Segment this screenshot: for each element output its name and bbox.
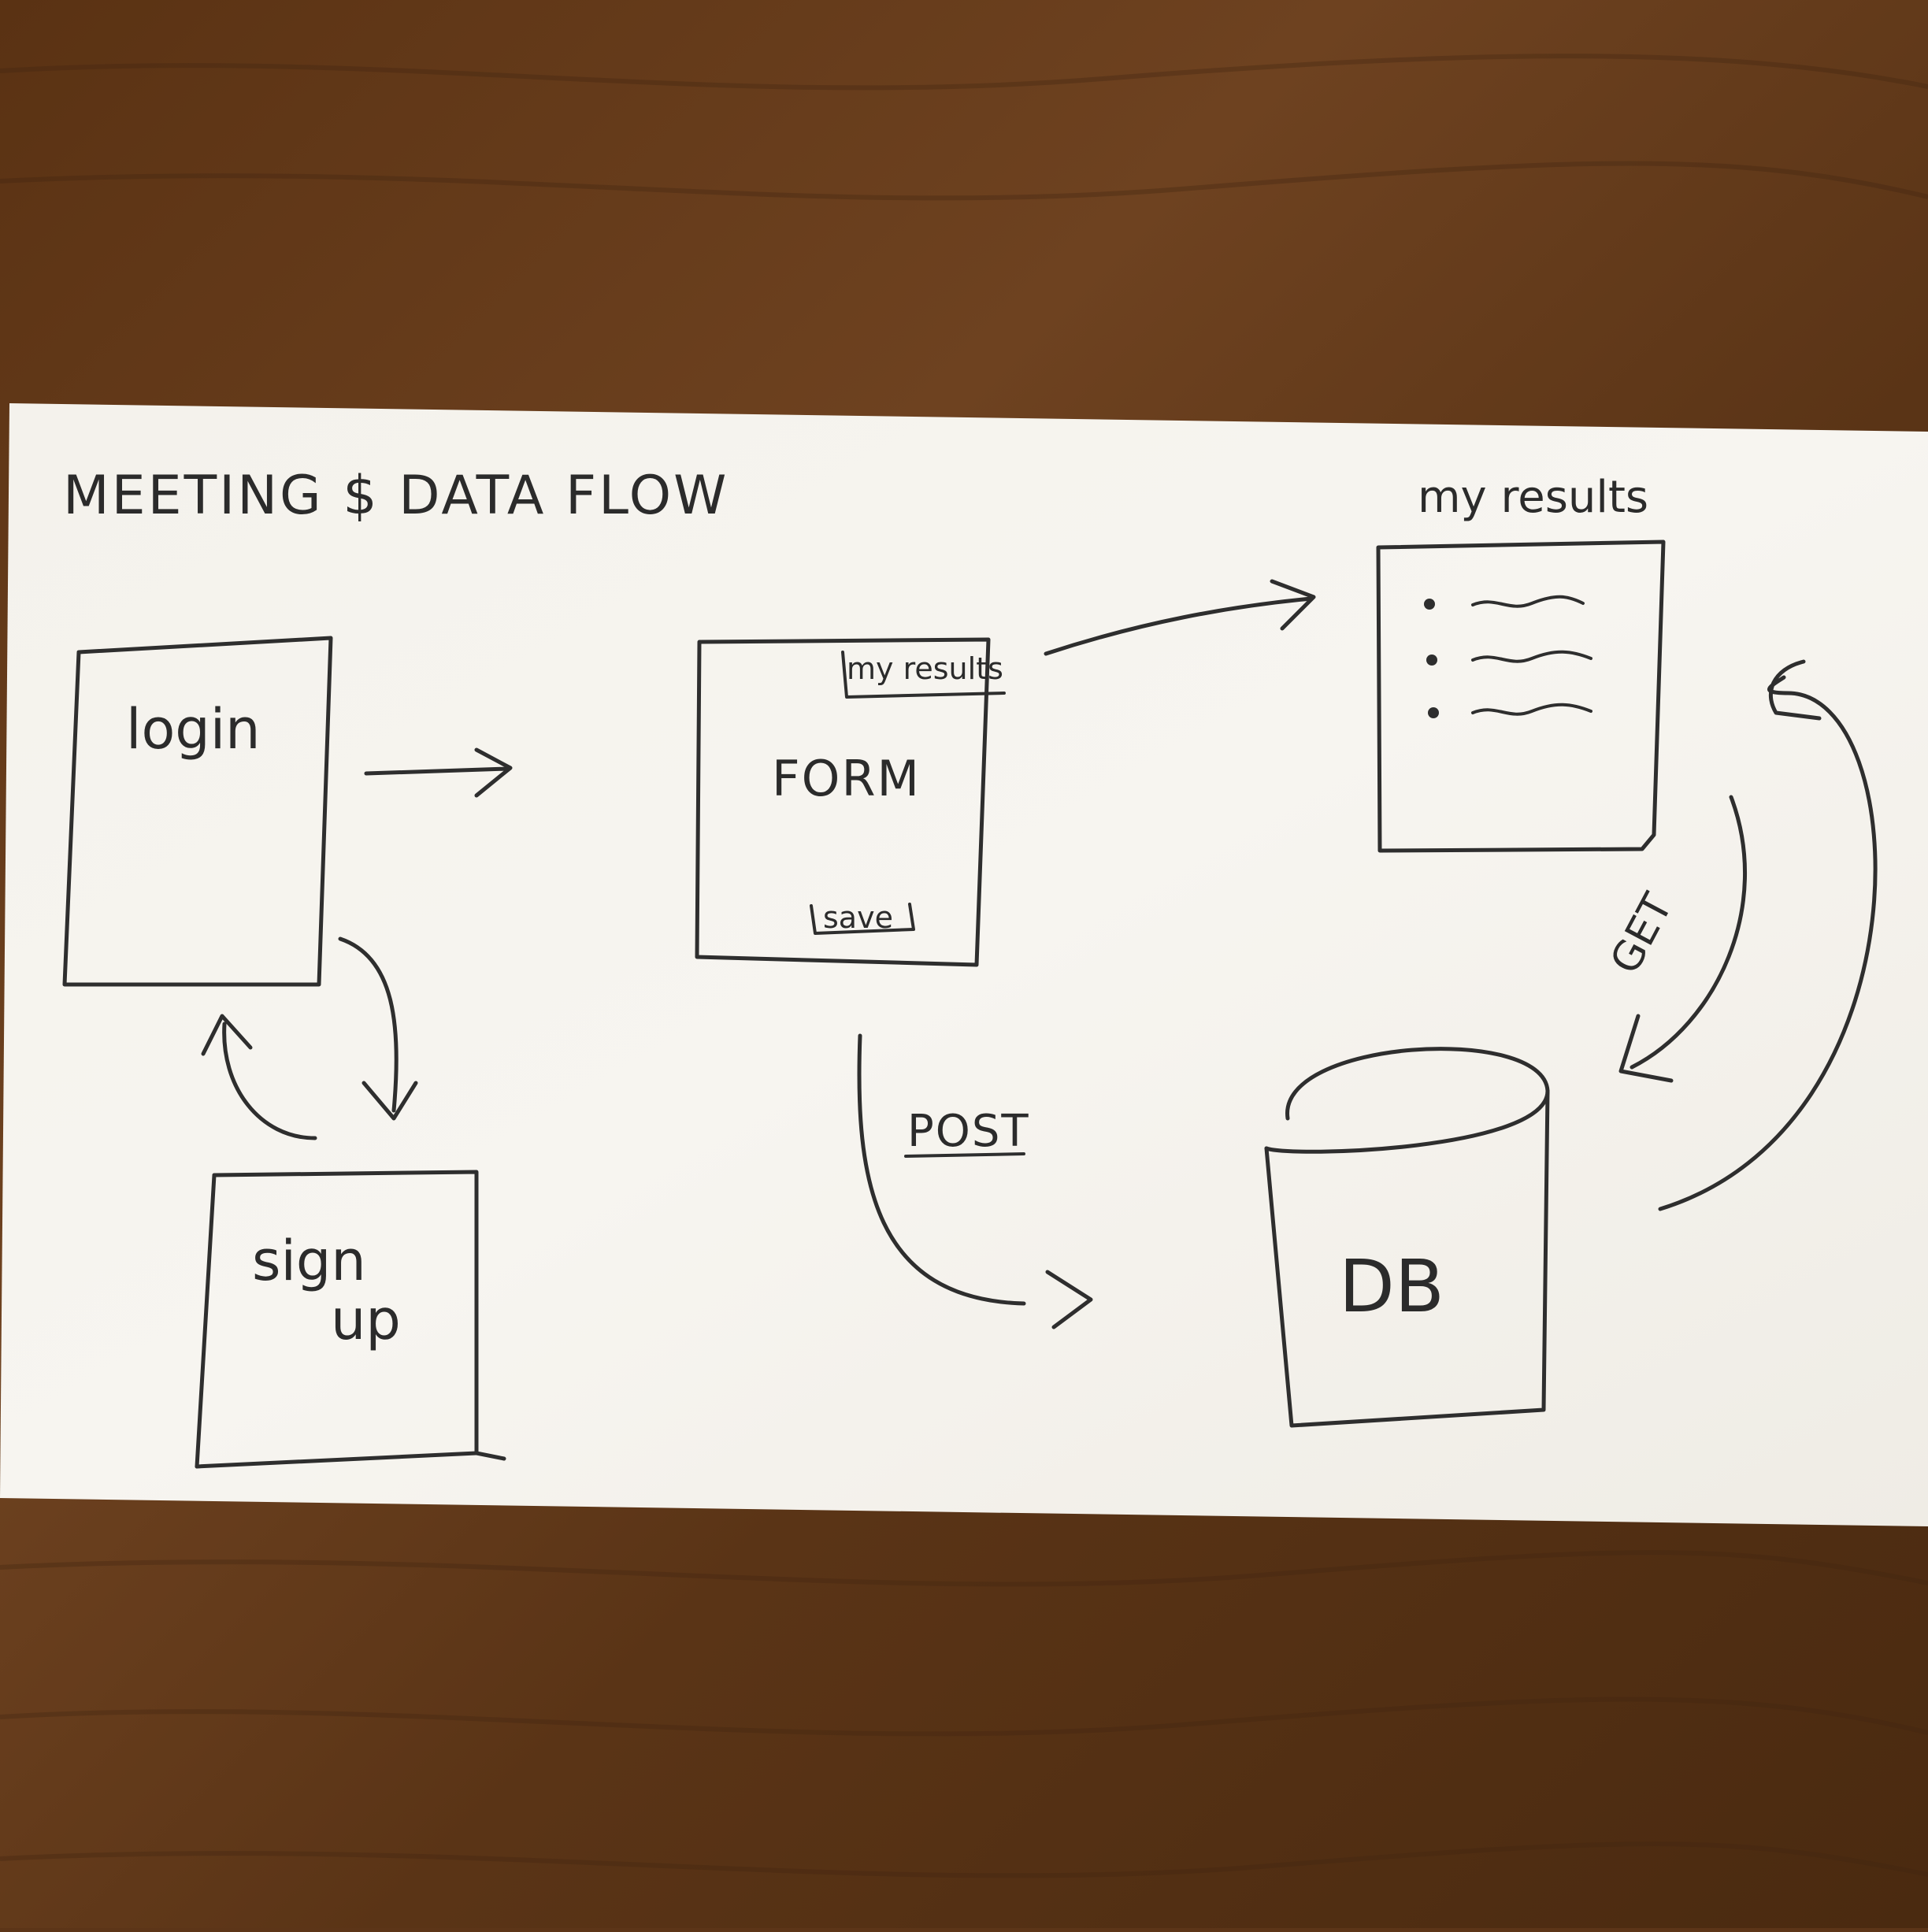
list-item-line <box>1471 595 1585 608</box>
arrow-signup-to-login <box>201 1014 317 1140</box>
list-bullet <box>1426 655 1437 666</box>
post-label: POST <box>907 1106 1030 1157</box>
post-underline <box>904 1152 1025 1158</box>
signup-label-line2: up <box>331 1288 401 1352</box>
wood-grain <box>0 54 1928 1878</box>
database-cylinder[interactable]: DB <box>1264 1047 1550 1428</box>
form-screen[interactable]: FORM my results save <box>695 637 1006 967</box>
results-page[interactable]: my results <box>1376 472 1666 853</box>
list-item-line <box>1471 703 1592 716</box>
arrow-post-form-to-db: POST <box>857 1033 1093 1329</box>
list-item-line <box>1471 650 1592 663</box>
signup-screen[interactable]: sign up <box>195 1170 506 1469</box>
results-list <box>1424 595 1592 718</box>
arrow-login-to-form <box>364 747 513 798</box>
form-label: FORM <box>772 750 921 807</box>
signup-label-line1: sign <box>252 1229 366 1293</box>
list-bullet <box>1424 599 1435 610</box>
save-button-label: save <box>823 900 893 935</box>
login-screen[interactable]: login <box>62 636 333 987</box>
login-label: login <box>126 697 261 762</box>
arrow-login-to-signup <box>338 936 418 1121</box>
save-button[interactable]: save <box>810 900 915 935</box>
arrow-db-to-results <box>1658 659 1878 1211</box>
database-label: DB <box>1339 1244 1444 1329</box>
list-bullet <box>1428 707 1439 718</box>
results-page-title: my results <box>1418 472 1648 523</box>
diagram-title: MEETING $ DATA FLOW <box>63 465 729 527</box>
my-results-button[interactable]: my results <box>841 651 1006 699</box>
my-results-button-label: my results <box>847 651 1003 686</box>
arrow-form-to-results <box>1044 579 1316 656</box>
